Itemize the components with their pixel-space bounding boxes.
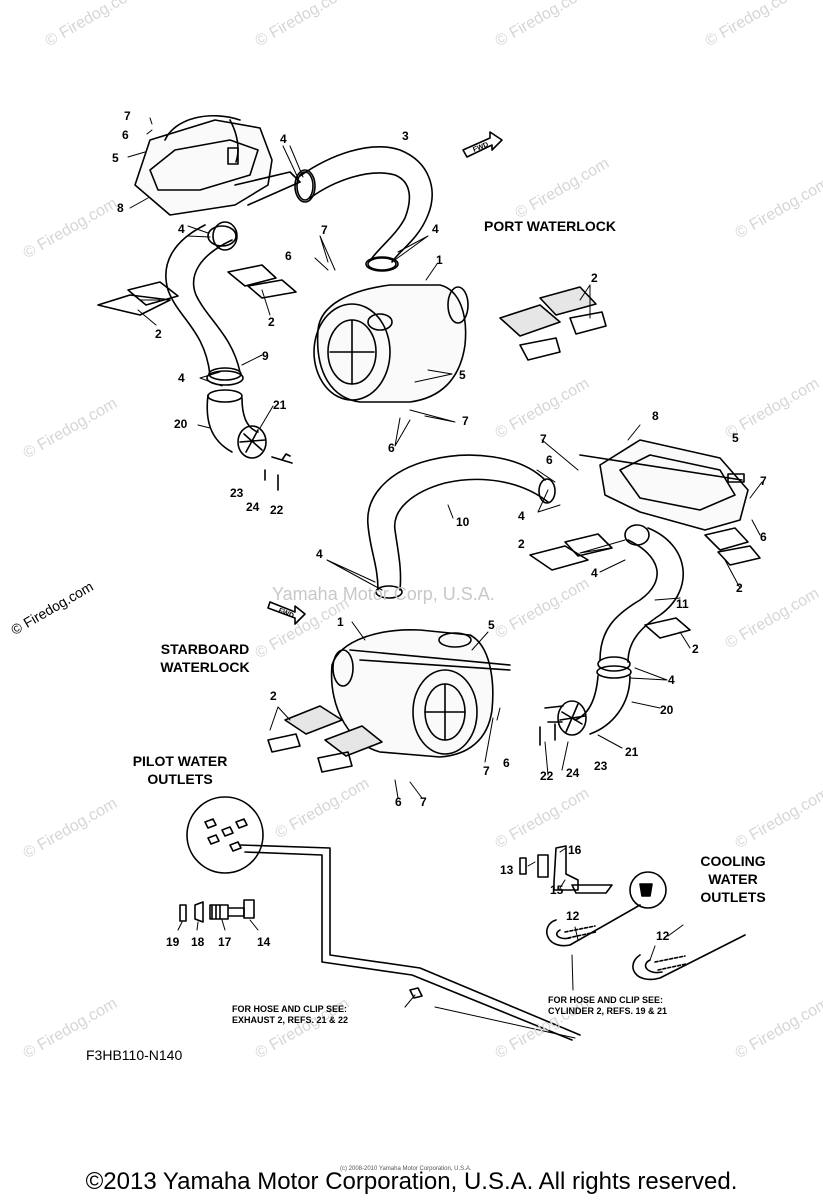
callout: 7 [483, 764, 490, 778]
callout: 5 [732, 431, 739, 445]
starboard-silencer-box [579, 439, 749, 531]
port-pipe-3 [296, 146, 433, 271]
fwd-label-starboard: FWD [277, 607, 294, 619]
callout: 5 [459, 368, 466, 382]
callout: 21 [273, 398, 287, 412]
callout: 7 [462, 414, 469, 428]
fwd-label-port: FWD [472, 141, 489, 153]
port-silencer-box [134, 114, 301, 216]
callout: 23 [594, 759, 608, 773]
callout: 22 [270, 503, 284, 517]
callout: 6 [503, 756, 510, 770]
callout: 2 [518, 537, 525, 551]
callout: 6 [388, 441, 395, 455]
callout: 4 [178, 371, 185, 385]
callout: 2 [591, 271, 598, 285]
callout: 7 [760, 474, 767, 488]
cylinder-hose-note: FOR HOSE AND CLIP SEE: CYLINDER 2, REFS.… [548, 995, 668, 1016]
callout: 4 [591, 566, 598, 580]
callout: 11 [676, 597, 689, 611]
callout: 6 [122, 128, 129, 142]
callout: 13 [500, 863, 514, 877]
callout: 9 [262, 349, 269, 363]
callout: 12 [656, 929, 670, 943]
starboard-waterlock-1 [330, 629, 511, 758]
watermark-center: Yamaha Motor Corp, U.S.A. [272, 584, 495, 604]
exhaust-hose-note: FOR HOSE AND CLIP SEE: EXHAUST 2, REFS. … [232, 1004, 349, 1025]
starboard-pipe-11 [597, 524, 684, 672]
callout: 7 [420, 795, 427, 809]
callout: 21 [625, 745, 639, 759]
starboard-gaskets [267, 527, 761, 773]
callout: 2 [736, 581, 743, 595]
callout: 18 [191, 935, 205, 949]
callout: 16 [568, 843, 582, 857]
callout: 4 [518, 509, 525, 523]
port-waterlock-label: PORT WATERLOCK [484, 218, 616, 234]
callout: 1 [436, 253, 443, 267]
pilot-outlet-detail [179, 796, 264, 923]
cooling-water-outlets-label: COOLING WATER OUTLETS [700, 853, 766, 905]
callout: 17 [218, 935, 232, 949]
callout: 22 [540, 769, 554, 783]
fwd-arrows [267, 131, 503, 625]
callout: 2 [268, 315, 275, 329]
callout: 1 [337, 615, 344, 629]
callout: 19 [166, 935, 180, 949]
port-gaskets [97, 264, 607, 361]
port-waterlock-1 [313, 284, 469, 403]
callout: 4 [316, 547, 323, 561]
callout: 4 [668, 673, 675, 687]
hardware-bolts [264, 453, 564, 746]
callout: 6 [395, 795, 402, 809]
leader-lines [127, 117, 763, 1039]
callout: 12 [566, 909, 580, 923]
pilot-water-outlets-label: PILOT WATER OUTLETS [132, 753, 228, 787]
callout: 6 [285, 249, 292, 263]
callout: 4 [280, 132, 287, 146]
footer-copyright: ©2013 Yamaha Motor Corporation, U.S.A. A… [85, 1168, 738, 1195]
port-clamps [206, 169, 399, 386]
starboard-pipe-10 [367, 454, 556, 599]
port-elbow-20 [206, 389, 267, 459]
callout: 5 [488, 618, 495, 632]
callout: 14 [257, 935, 271, 949]
callout: 20 [660, 703, 674, 717]
callout: 23 [230, 486, 244, 500]
callout: 3 [402, 129, 409, 143]
callout: 24 [566, 766, 580, 780]
callout: 2 [270, 689, 277, 703]
starboard-elbow-20 [557, 665, 632, 736]
callout: 5 [112, 151, 119, 165]
callout: 7 [540, 432, 547, 446]
callout: 24 [246, 500, 260, 514]
callout: 20 [174, 417, 188, 431]
cooling-hose-12a [546, 904, 641, 947]
tiny-copyright: (c) 2008-2010 Yamaha Motor Corporation, … [340, 1166, 472, 1172]
callout: 6 [760, 530, 767, 544]
callout: 7 [124, 109, 131, 123]
callout: 10 [456, 515, 470, 529]
cooling-outlet-parts [519, 845, 667, 909]
callout: 4 [178, 222, 185, 236]
callout: 15 [550, 883, 564, 897]
diagram-code: F3HB110-N140 [86, 1047, 183, 1063]
starboard-waterlock-label: STARBOARD WATERLOCK [160, 641, 250, 675]
callout: 2 [692, 642, 699, 656]
callout: 2 [155, 327, 162, 341]
callout: 8 [652, 409, 659, 423]
callout: 6 [546, 453, 553, 467]
callout: 4 [432, 222, 439, 236]
callout: 7 [321, 223, 328, 237]
pilot-hose [239, 844, 581, 1041]
callout: 8 [117, 201, 124, 215]
cooling-hose-12b [632, 934, 746, 981]
